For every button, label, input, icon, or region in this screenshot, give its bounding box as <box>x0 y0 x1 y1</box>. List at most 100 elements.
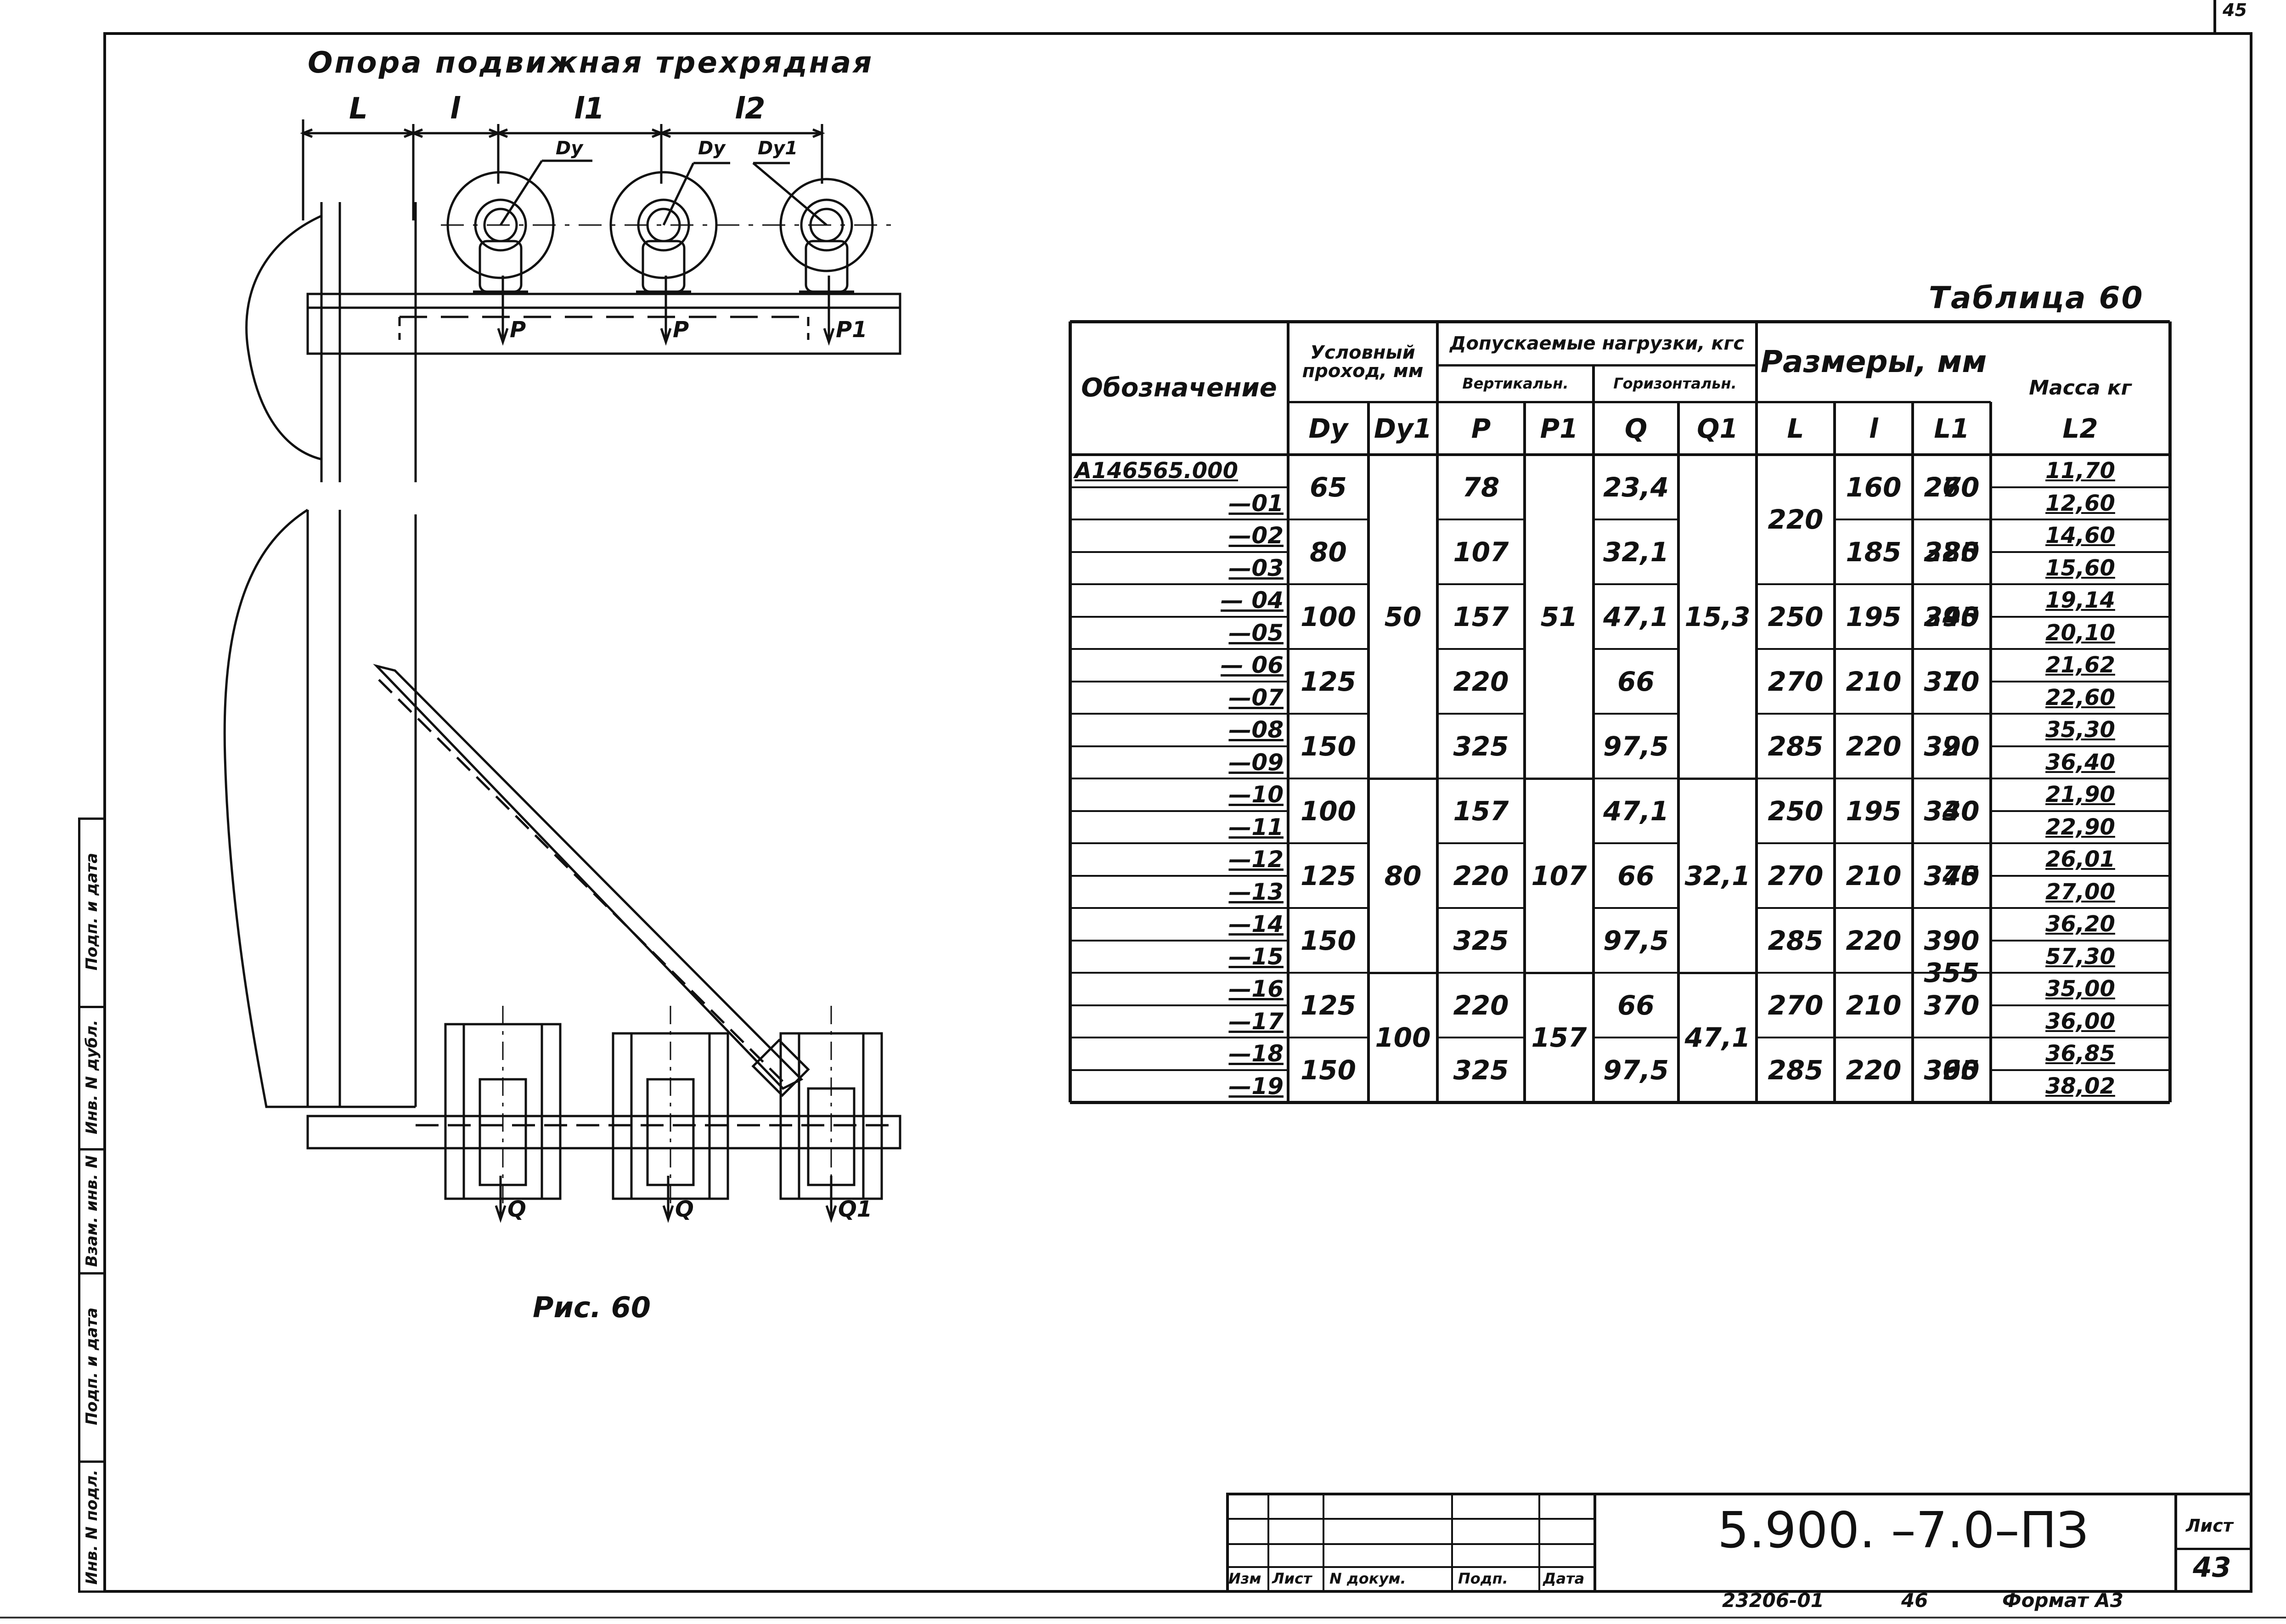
table-rule <box>1913 519 1991 520</box>
table-rule <box>1678 971 1757 974</box>
table-rule <box>1757 1037 1835 1038</box>
l-cell: 195 <box>1846 601 1902 632</box>
table-rule <box>1593 778 1678 779</box>
table-rule <box>1991 583 2170 585</box>
table-rule <box>1070 778 1288 779</box>
l1-cell: 320 <box>1924 536 1980 568</box>
load-label-p: P <box>510 317 526 343</box>
l-cell: 195 <box>1846 795 1902 827</box>
designation-cell: —08 <box>1228 716 1284 744</box>
frame-top-right-tick <box>2213 0 2216 33</box>
table-rule <box>1070 519 1288 520</box>
col-header-loads: Допускаемые нагрузки, кгс <box>1449 333 1745 354</box>
title-block-col <box>1451 1493 1453 1593</box>
bottom-trim-line <box>0 1617 2286 1618</box>
designation-cell: —17 <box>1228 1008 1284 1035</box>
l2-cell: 330 <box>1924 795 1980 827</box>
designation-cell: —13 <box>1228 878 1284 905</box>
q1-cell: 15,3 <box>1684 601 1751 632</box>
q1-cell: 32,1 <box>1684 860 1751 891</box>
load-label-q: Q <box>507 1196 526 1222</box>
table-rule <box>1913 907 1991 909</box>
dy-cell: 150 <box>1300 925 1357 956</box>
table-rule <box>1991 778 2170 779</box>
l2-cell: 295 <box>1924 601 1980 632</box>
l1-cell: 370 <box>1924 989 1980 1021</box>
table-rule <box>1437 583 1525 585</box>
table-rule <box>1436 321 1439 1102</box>
mass-cell: 38,02 <box>2045 1073 2115 1099</box>
table-rule <box>1833 402 1836 1102</box>
designation-cell: А146565.000 <box>1075 458 1238 484</box>
table-rule <box>1835 972 1913 974</box>
mass-cell: 36,40 <box>2045 749 2115 775</box>
table-rule <box>1288 648 1368 650</box>
designation-cell: —19 <box>1228 1072 1284 1100</box>
dy-cell: 100 <box>1300 795 1357 827</box>
table-rule <box>1677 402 1680 1102</box>
table-rule <box>1070 939 1288 942</box>
l2-cell: 310 <box>1924 665 1980 697</box>
table-rule <box>1288 972 1368 974</box>
col-header-p1: P1 <box>1540 412 1578 444</box>
table-rule <box>1991 551 2170 553</box>
col-header-horizontal: Горизонтальн. <box>1613 375 1737 392</box>
table-rule <box>1835 583 1913 585</box>
col-header-sizes: Размеры, мм <box>1760 344 1987 379</box>
table-rule <box>1070 453 1288 456</box>
q-cell: 47,1 <box>1603 795 1669 827</box>
mass-cell: 27,00 <box>2045 879 2115 905</box>
table-rule <box>1287 321 1289 1102</box>
dy-cell: 125 <box>1300 665 1357 697</box>
L-cell: 285 <box>1768 730 1824 762</box>
dy-cell: 125 <box>1300 860 1357 891</box>
col-header-vertical: Вертикальн. <box>1462 375 1569 392</box>
table-rule <box>1437 713 1525 715</box>
col-header-q: Q <box>1624 412 1648 444</box>
L-cell: 285 <box>1768 925 1824 956</box>
sheet-number: 43 <box>2193 1551 2231 1584</box>
load-label-p: P <box>673 317 689 343</box>
table-rule <box>1593 519 1678 520</box>
designation-cell: —12 <box>1228 846 1284 873</box>
designation-cell: — 04 <box>1221 587 1284 614</box>
l1-cell: 370 <box>1924 860 1980 891</box>
col-header-L: L <box>1787 412 1804 444</box>
title-block-label: Дата <box>1543 1570 1585 1587</box>
dy1-cell: 100 <box>1375 1022 1431 1053</box>
table-rule <box>1913 778 1991 779</box>
designation-cell: —15 <box>1228 943 1284 970</box>
pipe-label-dy: Dy <box>556 138 583 159</box>
table-rule <box>1070 1100 2170 1104</box>
q-cell: 97,5 <box>1603 730 1669 762</box>
l1-cell: 390 <box>1924 1054 1980 1086</box>
table-rule <box>1991 519 2170 520</box>
l1-cell: 370 <box>1924 665 1980 697</box>
document-code: 5.900. –7.0–ПЗ <box>1717 1502 2089 1559</box>
table-rule <box>1991 1004 2170 1006</box>
title-block-row <box>1226 1518 1593 1520</box>
table-rule <box>1437 364 1757 367</box>
table-rule <box>1437 519 1525 520</box>
col-header-l: l <box>1869 412 1878 444</box>
table-rule <box>1523 402 1526 1102</box>
designation-cell: —14 <box>1228 911 1284 938</box>
mass-cell: 36,85 <box>2045 1041 2115 1067</box>
p-cell: 78 <box>1462 471 1500 503</box>
L-cell: 250 <box>1768 601 1824 632</box>
col-header-l1: L1 <box>1934 412 1970 444</box>
table-rule <box>1991 680 2170 682</box>
col-header-p: P <box>1471 412 1491 444</box>
col-header-q1: Q1 <box>1697 412 1738 444</box>
title-block-divider <box>2174 1493 2177 1593</box>
table-rule <box>1991 745 2170 747</box>
table-rule <box>1593 972 1678 974</box>
table-rule <box>1437 648 1525 650</box>
table-rule <box>1593 713 1678 715</box>
mass-cell: 22,90 <box>2045 814 2115 840</box>
table-rule <box>1437 842 1525 844</box>
table-rule <box>1437 778 1525 779</box>
designation-cell: —18 <box>1228 1040 1284 1067</box>
table-rule <box>1991 842 2170 844</box>
